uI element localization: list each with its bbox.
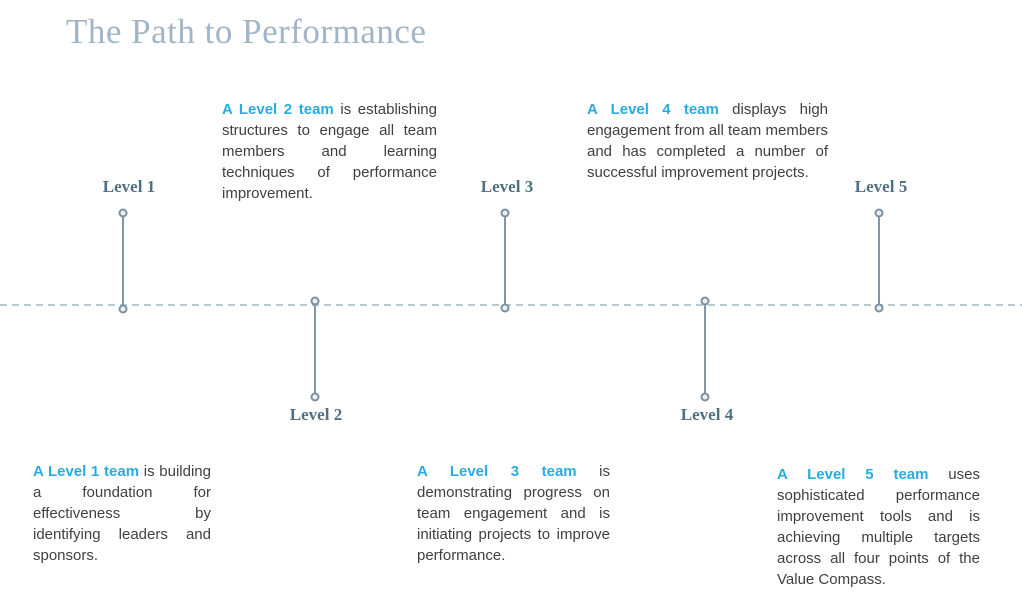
- level-2-stem: [314, 301, 316, 397]
- level-4-rest-text: displays high engagement from all team m…: [587, 101, 829, 181]
- level-5-axis-dot-icon: [874, 303, 884, 313]
- level-3-rest-text: is demonstrating progress on team engage…: [417, 463, 610, 564]
- level-3-description: A Level 3 team is demonstrating progress…: [417, 461, 610, 566]
- level-5-label: Level 5: [854, 177, 908, 196]
- level-3-label: Level 3: [480, 177, 534, 196]
- level-5-description: A Level 5 team uses sophisticated perfor…: [777, 464, 980, 590]
- level-4-lead-text: A Level 4 team: [587, 101, 719, 118]
- level-1-stem: [122, 213, 124, 308]
- timeline-axis: [0, 304, 1022, 306]
- level-3-axis-dot-icon: [500, 303, 510, 313]
- level-4-description: A Level 4 team displays high engagement …: [587, 99, 828, 183]
- level-5-lead-text: A Level 5 team: [777, 466, 929, 483]
- level-2-lead-text: A Level 2 team: [222, 101, 334, 118]
- level-4-axis-dot-icon: [700, 296, 710, 306]
- level-3-top-dot-icon: [500, 208, 510, 218]
- level-1-top-dot-icon: [118, 208, 128, 218]
- level-2-description: A Level 2 team is establishing structure…: [222, 99, 437, 204]
- level-1-lead-text: A Level 1 team: [33, 463, 140, 480]
- level-2-axis-dot-icon: [310, 296, 320, 306]
- level-5-stem: [878, 213, 880, 308]
- page-title: The Path to Performance: [66, 12, 427, 51]
- level-5-top-dot-icon: [874, 208, 884, 218]
- level-4-label: Level 4: [680, 405, 734, 424]
- level-4-stem: [704, 301, 706, 397]
- level-1-axis-dot-icon: [118, 304, 128, 314]
- level-2-rest-text: is establishing structures to engage all…: [222, 101, 437, 202]
- level-3-stem: [504, 213, 506, 308]
- level-2-bottom-dot-icon: [310, 392, 320, 402]
- level-1-label: Level 1: [102, 177, 156, 196]
- level-2-label: Level 2: [289, 405, 343, 424]
- level-1-description: A Level 1 team is building a foundation …: [33, 461, 211, 566]
- level-3-lead-text: A Level 3 team: [417, 463, 577, 480]
- level-1-rest-text: is building a foundation for effectivene…: [33, 463, 211, 564]
- level-5-rest-text: uses sophisticated performance improveme…: [777, 466, 980, 588]
- level-4-bottom-dot-icon: [700, 392, 710, 402]
